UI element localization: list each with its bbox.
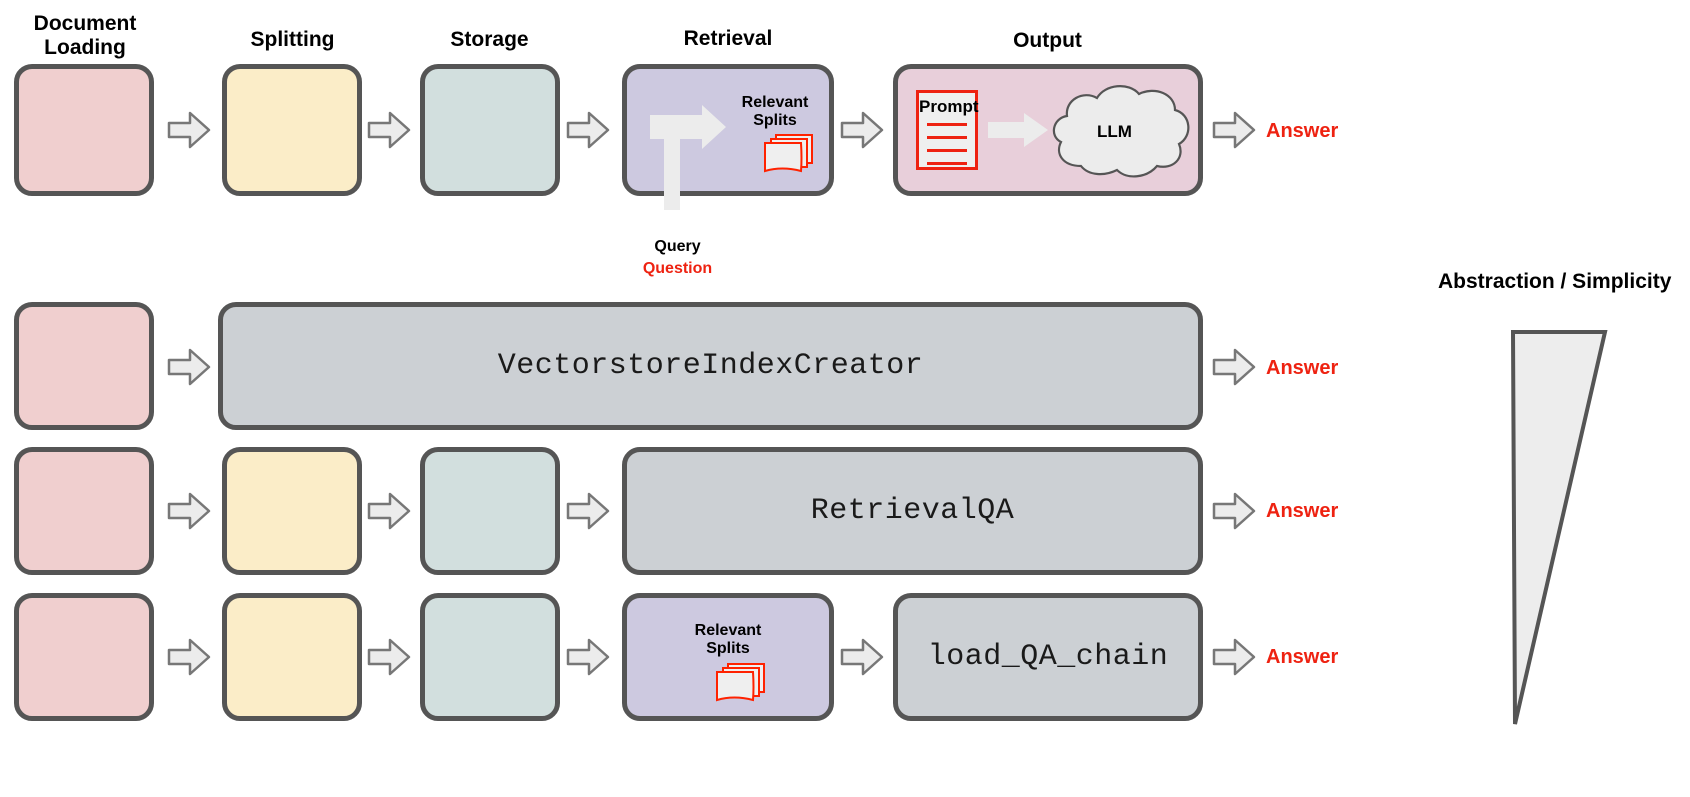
row1-storage-box[interactable]	[420, 64, 560, 196]
row3-retrieval-qa-box[interactable]: RetrievalQA	[622, 447, 1203, 575]
row2-answer-label: Answer	[1266, 357, 1339, 379]
relevant-splits-line2: Splits	[753, 111, 797, 129]
header-splitting: Splitting	[215, 28, 370, 52]
row4-load-qa-chain-box[interactable]: load_QA_chain	[893, 593, 1203, 721]
row4-arrow-3-icon	[566, 637, 610, 682]
row4-arrow-2-icon	[367, 637, 411, 682]
relevant-splits-line1: Relevant	[741, 94, 809, 111]
row1-relevant-splits-label: Relevant Splits	[715, 94, 835, 129]
row4-arrow-1-icon	[167, 637, 211, 682]
llm-cloud-icon	[1043, 80, 1195, 189]
row4-relevant-splits-line1: Relevant	[694, 622, 762, 639]
header-splitting-label: Splitting	[250, 28, 335, 51]
header-document-loading: Document Loading	[10, 12, 160, 59]
row4-answer-arrow-icon	[1212, 637, 1256, 682]
row2-answer-arrow-icon	[1212, 347, 1256, 392]
row4-answer-label: Answer	[1266, 646, 1339, 668]
row2-document-loading-box[interactable]	[14, 302, 154, 430]
prompt-label: Prompt	[919, 97, 979, 116]
row4-storage-box[interactable]	[420, 593, 560, 721]
query-question-label: Query Question	[600, 236, 755, 279]
prompt-line-2	[927, 136, 967, 139]
row3-splitting-box[interactable]	[222, 447, 362, 575]
row1-answer-label: Answer	[1266, 120, 1339, 142]
header-output: Output	[890, 29, 1205, 53]
llm-label: LLM	[1097, 122, 1132, 141]
query-flow-arrow-icon	[640, 100, 750, 215]
row1-answer-arrow-icon	[1212, 110, 1256, 155]
prompt-to-llm-arrow-icon	[988, 112, 1050, 153]
prompt-document-icon: Prompt	[916, 90, 979, 170]
row3-arrow-2-icon	[367, 491, 411, 536]
row1-arrow-3-icon	[566, 110, 610, 155]
row1-relevant-splits-stack-icon	[760, 131, 816, 182]
row1-arrow-2-icon	[367, 110, 411, 155]
row4-relevant-splits-label: Relevant Splits	[668, 622, 788, 657]
row2-api-label: VectorstoreIndexCreator	[497, 349, 924, 383]
row3-arrow-1-icon	[167, 491, 211, 536]
row2-arrow-1-icon	[167, 347, 211, 392]
abstraction-triangle-icon	[1495, 320, 1625, 735]
row3-storage-box[interactable]	[420, 447, 560, 575]
row4-relevant-splits-line2: Splits	[706, 639, 750, 657]
header-storage: Storage	[412, 28, 567, 52]
row3-answer-label: Answer	[1266, 500, 1339, 522]
row3-document-loading-box[interactable]	[14, 447, 154, 575]
question-label: Question	[642, 259, 713, 277]
row3-api-label: RetrievalQA	[810, 494, 1015, 528]
row1-arrow-1-icon	[167, 110, 211, 155]
row3-answer-arrow-icon	[1212, 491, 1256, 536]
query-label: Query	[654, 238, 701, 255]
header-retrieval-label: Retrieval	[683, 27, 773, 50]
row3-arrow-3-icon	[566, 491, 610, 536]
header-document-loading-line2: Loading	[44, 35, 126, 59]
row1-splitting-box[interactable]	[222, 64, 362, 196]
header-storage-label: Storage	[450, 28, 529, 51]
prompt-line-4	[927, 162, 967, 165]
header-output-label: Output	[1013, 29, 1082, 52]
row1-document-loading-box[interactable]	[14, 64, 154, 196]
row4-relevant-splits-stack-icon	[712, 660, 768, 711]
row1-arrow-4-icon	[840, 110, 884, 155]
row4-splitting-box[interactable]	[222, 593, 362, 721]
abstraction-simplicity-label: Abstraction / Simplicity	[1438, 270, 1672, 293]
row2-vectorstore-index-creator-box[interactable]: VectorstoreIndexCreator	[218, 302, 1203, 430]
row4-document-loading-box[interactable]	[14, 593, 154, 721]
header-retrieval: Retrieval	[618, 27, 838, 51]
row4-retrieval-box[interactable]	[622, 593, 834, 721]
row4-arrow-4-icon	[840, 637, 884, 682]
row4-api-label: load_QA_chain	[927, 640, 1169, 674]
prompt-line-3	[927, 149, 967, 152]
prompt-line-1	[927, 123, 967, 126]
header-document-loading-line1: Document	[33, 12, 137, 35]
